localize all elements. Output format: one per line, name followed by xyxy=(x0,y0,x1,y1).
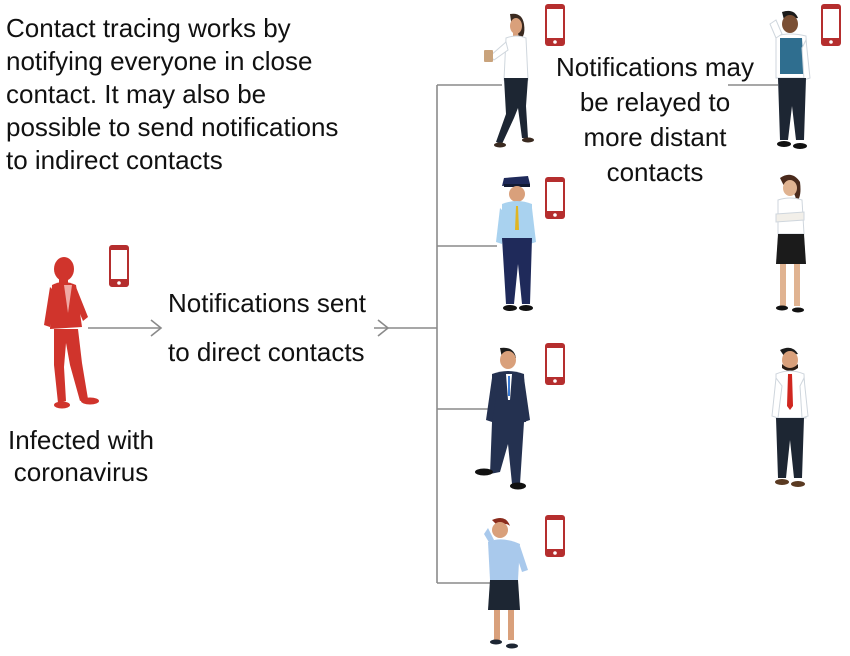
infected-label-line: coronavirus xyxy=(13,457,149,487)
direct-label-line: to direct contacts xyxy=(168,337,365,367)
infected-person-figure xyxy=(44,257,99,409)
arrowhead-1 xyxy=(150,319,163,337)
smartphone-icon xyxy=(545,4,565,46)
man-in-suit-figure xyxy=(475,347,530,490)
relay-label-line: more distant xyxy=(583,122,727,152)
smartphone-icon xyxy=(545,515,565,557)
smartphone-icon xyxy=(545,343,565,385)
man-with-red-tie-figure xyxy=(771,347,809,487)
relay-label: Notifications may be relayed to more dis… xyxy=(548,50,762,190)
woman-arms-crossed-figure xyxy=(775,174,806,313)
relay-label-line: be relayed to xyxy=(579,87,731,117)
intro-line: possible to send notifications xyxy=(6,112,339,142)
direct-label-line: Notifications sent xyxy=(168,288,366,318)
man-in-vest-figure xyxy=(769,10,811,149)
intro-line: Contact tracing works by xyxy=(6,13,291,43)
woman-on-phone-figure xyxy=(484,518,528,649)
intro-line: notifying everyone in close xyxy=(6,46,313,76)
woman-with-coffee-figure xyxy=(484,13,534,148)
infected-label-line: Infected with xyxy=(8,425,154,455)
arrowhead-2 xyxy=(377,319,390,337)
infected-label: Infected with coronavirus xyxy=(0,424,162,488)
intro-line: contact. It may also be xyxy=(6,79,267,109)
smartphone-icon xyxy=(821,4,841,46)
smartphone-icon xyxy=(545,177,565,219)
relay-label-line: contacts xyxy=(606,157,704,187)
police-officer-figure xyxy=(496,176,536,311)
smartphone-icon xyxy=(109,245,129,287)
relay-label-line: Notifications may xyxy=(556,52,754,82)
intro-line: to indirect contacts xyxy=(6,145,223,175)
intro-text: Contact tracing works by notifying every… xyxy=(6,12,338,177)
